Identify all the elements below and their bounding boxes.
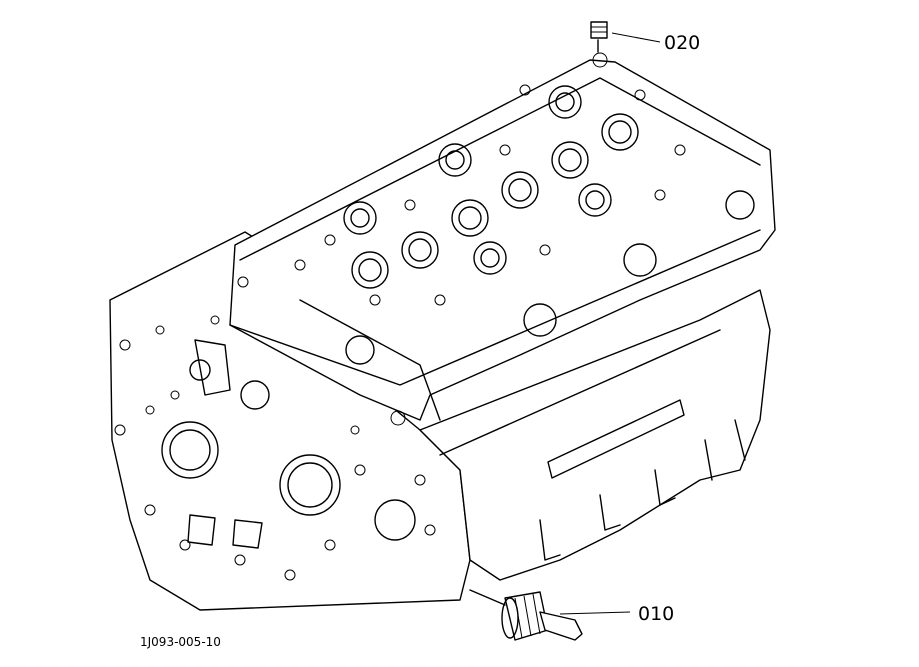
callout-leader-010 — [559, 611, 631, 615]
valve-ports — [343, 85, 639, 289]
reference-code: 1J093-005-10 — [140, 635, 221, 649]
callout-leader-020 — [611, 32, 661, 43]
cylinder-block — [109, 231, 771, 611]
part-010-pressure-switch[interactable] — [469, 589, 583, 641]
cylinder-head — [229, 52, 776, 426]
part-020-plug[interactable] — [590, 21, 608, 53]
callout-label-010: 010 — [638, 603, 674, 625]
callout-label-020: 020 — [664, 32, 700, 54]
